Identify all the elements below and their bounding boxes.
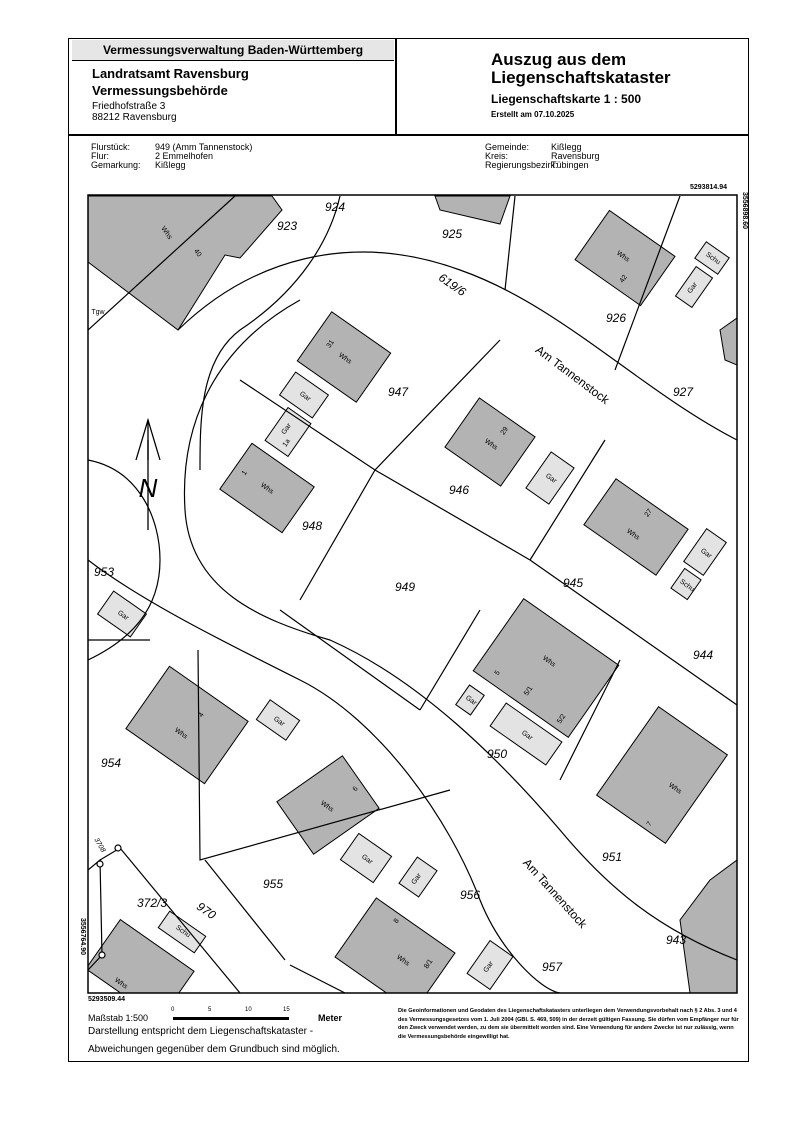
north-letter: N — [139, 473, 158, 503]
parcel-number-926: 926 — [606, 311, 626, 325]
building-925 — [434, 195, 511, 225]
map-frame — [87, 194, 738, 994]
building-label-1a: 1a — [282, 438, 292, 448]
parcel-number-951: 951 — [602, 850, 622, 864]
office-line2: Vermessungsbehörde — [92, 83, 228, 98]
flur-value: 2 Emmelhofen — [155, 151, 214, 161]
kreis-label: Kreis: — [485, 151, 509, 161]
building-label-27: 27 — [644, 508, 654, 518]
parcel-number-948: 948 — [302, 519, 322, 533]
parcel-number-955: 955 — [263, 877, 283, 891]
parcel-number-924: 924 — [325, 200, 345, 214]
office-street: Friedhofstraße 3 — [92, 101, 166, 112]
building-label-6: 6 — [352, 785, 360, 792]
scale-tick-0: 0 — [171, 1007, 175, 1013]
building-whs-40 — [88, 195, 283, 331]
building-label-7: 7 — [646, 820, 654, 827]
building-label-8-1: 8/1 — [423, 958, 434, 970]
gemeinde-label: Gemeinde: — [485, 142, 530, 152]
header-divider — [395, 38, 397, 135]
bezirk-value: Tübingen — [551, 160, 589, 170]
header-rule — [68, 134, 749, 136]
gemarkung-value: Kißlegg — [155, 160, 186, 170]
scale-tick-5: 5 — [208, 1007, 212, 1013]
flur-label: Flur: — [91, 151, 109, 161]
building-label-29: 29 — [500, 426, 510, 436]
parcel-number-944: 944 — [693, 648, 713, 662]
coord-top-north: 5293814.94 — [690, 184, 727, 191]
building-label-31: 31 — [326, 339, 336, 349]
building-label-5-2: 5/2 — [556, 713, 567, 725]
document-frame — [68, 38, 749, 1062]
parcel-number-954: 954 — [101, 756, 121, 770]
bezirk-label: Regierungsbezirk: — [485, 160, 558, 170]
building-label-1: 1 — [241, 469, 249, 476]
parcel-number-947: 947 — [388, 385, 409, 399]
flurstueck-label: Flurstück: — [91, 142, 131, 152]
parcel-number-372-3: 372/3 — [137, 896, 167, 910]
building-label-8: 8 — [393, 917, 401, 924]
parcel-number-943: 943 — [666, 933, 686, 947]
parcel-number-950: 950 — [487, 747, 507, 761]
street-name: Am Tannenstock — [520, 856, 590, 932]
parcel-number-925: 925 — [442, 227, 462, 241]
building-label-4: 4 — [198, 711, 206, 718]
parcel-number-3708: 3708 — [92, 837, 106, 854]
parcel-number-923: 923 — [277, 219, 297, 233]
scale-label: Maßstab 1:500 — [88, 1013, 149, 1023]
building-label-42: 42 — [619, 274, 629, 284]
note-line2: Abweichungen gegenüber dem Grundbuch sin… — [88, 1044, 340, 1055]
building-label-5-1: 5/1 — [523, 685, 534, 697]
parcel-number-946: 946 — [449, 483, 469, 497]
scale-unit: Meter — [318, 1013, 343, 1023]
organization-name: Vermessungsverwaltung Baden-Württemberg — [72, 40, 394, 61]
created-date: Erstellt am 07.10.2025 — [491, 110, 575, 119]
street-name: Am Tannenstock — [533, 343, 613, 408]
gemeinde-value: Kißlegg — [551, 142, 582, 152]
parcel-number-949: 949 — [395, 580, 415, 594]
flurstueck-value: 949 (Amm Tannenstock) — [155, 142, 253, 152]
scale-tick-15: 15 — [283, 1007, 290, 1013]
scale-bar — [173, 1017, 289, 1020]
building-label-5: 5 — [494, 669, 502, 676]
office-line1: Landratsamt Ravensburg — [92, 66, 249, 81]
parcel-number-970: 970 — [194, 899, 219, 922]
parcel-number-956: 956 — [460, 888, 480, 902]
parcel-number-945: 945 — [563, 576, 583, 590]
north-arrow-icon — [135, 417, 161, 530]
parcel-number-619-6: 619/6 — [436, 270, 469, 299]
building-label-tgw: Tgw — [91, 309, 105, 316]
boundaries — [88, 195, 737, 993]
kreis-value: Ravensburg — [551, 151, 600, 161]
scale-tick-10: 10 — [245, 1007, 252, 1013]
building-label-40: 40 — [192, 248, 202, 258]
disclaimer: Die Geoinformationen und Geodaten des Li… — [398, 1008, 739, 1040]
parcel-number-953: 953 — [94, 565, 114, 579]
parcel-number-957: 957 — [542, 960, 563, 974]
garages — [96, 241, 730, 991]
title-line2: Liegenschaftskataster — [491, 68, 671, 87]
title-line1: Auszug aus dem — [491, 50, 627, 69]
office-city: 88212 Ravensburg — [92, 112, 177, 123]
note-line1: Darstellung entspricht dem Liegenschafts… — [88, 1026, 314, 1037]
gemarkung-label: Gemarkung: — [91, 160, 141, 170]
coord-bottom-north: 5293509.44 — [88, 996, 125, 1003]
buildings — [88, 195, 737, 993]
parcel-number-927: 927 — [673, 385, 694, 399]
boundary-points — [96, 844, 122, 959]
map-subtitle: Liegenschaftskarte 1 : 500 — [491, 92, 642, 106]
